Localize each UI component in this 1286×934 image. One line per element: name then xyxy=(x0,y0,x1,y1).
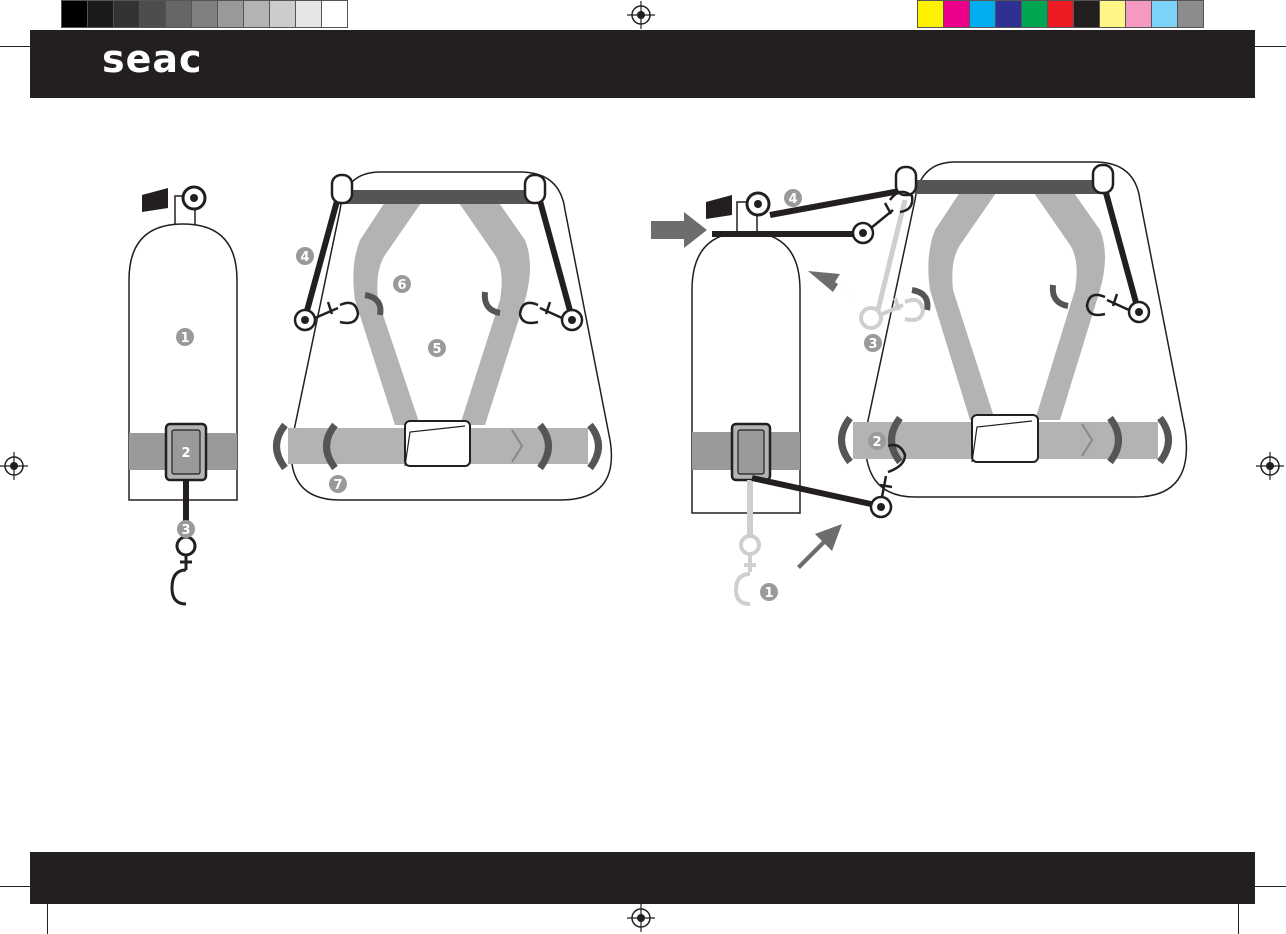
arrow-upright-icon xyxy=(797,524,842,569)
arrow-right-icon xyxy=(651,212,707,248)
svg-text:1: 1 xyxy=(180,331,189,346)
svg-text:6: 6 xyxy=(397,278,406,293)
registration-mark xyxy=(0,452,28,480)
callout-3: 3 xyxy=(177,520,195,538)
callout-4-right: 4 xyxy=(784,189,802,207)
callout-2-right: 2 xyxy=(868,432,886,450)
registration-mark xyxy=(627,1,655,29)
left-tank xyxy=(129,187,237,604)
callout-7: 7 xyxy=(329,475,347,493)
svg-text:3: 3 xyxy=(181,523,190,538)
callout-2: 2 xyxy=(177,443,195,461)
callout-1-right: 1 xyxy=(760,583,778,601)
callout-4: 4 xyxy=(296,247,314,265)
right-tank xyxy=(692,193,800,604)
svg-text:4: 4 xyxy=(788,192,797,207)
callout-5: 5 xyxy=(428,339,446,357)
registration-mark xyxy=(1256,452,1284,480)
callout-1: 1 xyxy=(176,328,194,346)
svg-text:2: 2 xyxy=(872,435,881,450)
callout-3-right: 3 xyxy=(864,334,882,352)
left-harness xyxy=(277,172,612,500)
svg-text:2: 2 xyxy=(181,446,190,461)
svg-text:1: 1 xyxy=(764,586,773,601)
callout-6: 6 xyxy=(393,275,411,293)
svg-text:5: 5 xyxy=(432,342,441,357)
svg-text:3: 3 xyxy=(868,337,877,352)
arrow-upleft-icon xyxy=(808,271,857,297)
svg-text:4: 4 xyxy=(300,250,309,265)
svg-text:7: 7 xyxy=(333,478,342,493)
registration-mark xyxy=(627,904,655,932)
